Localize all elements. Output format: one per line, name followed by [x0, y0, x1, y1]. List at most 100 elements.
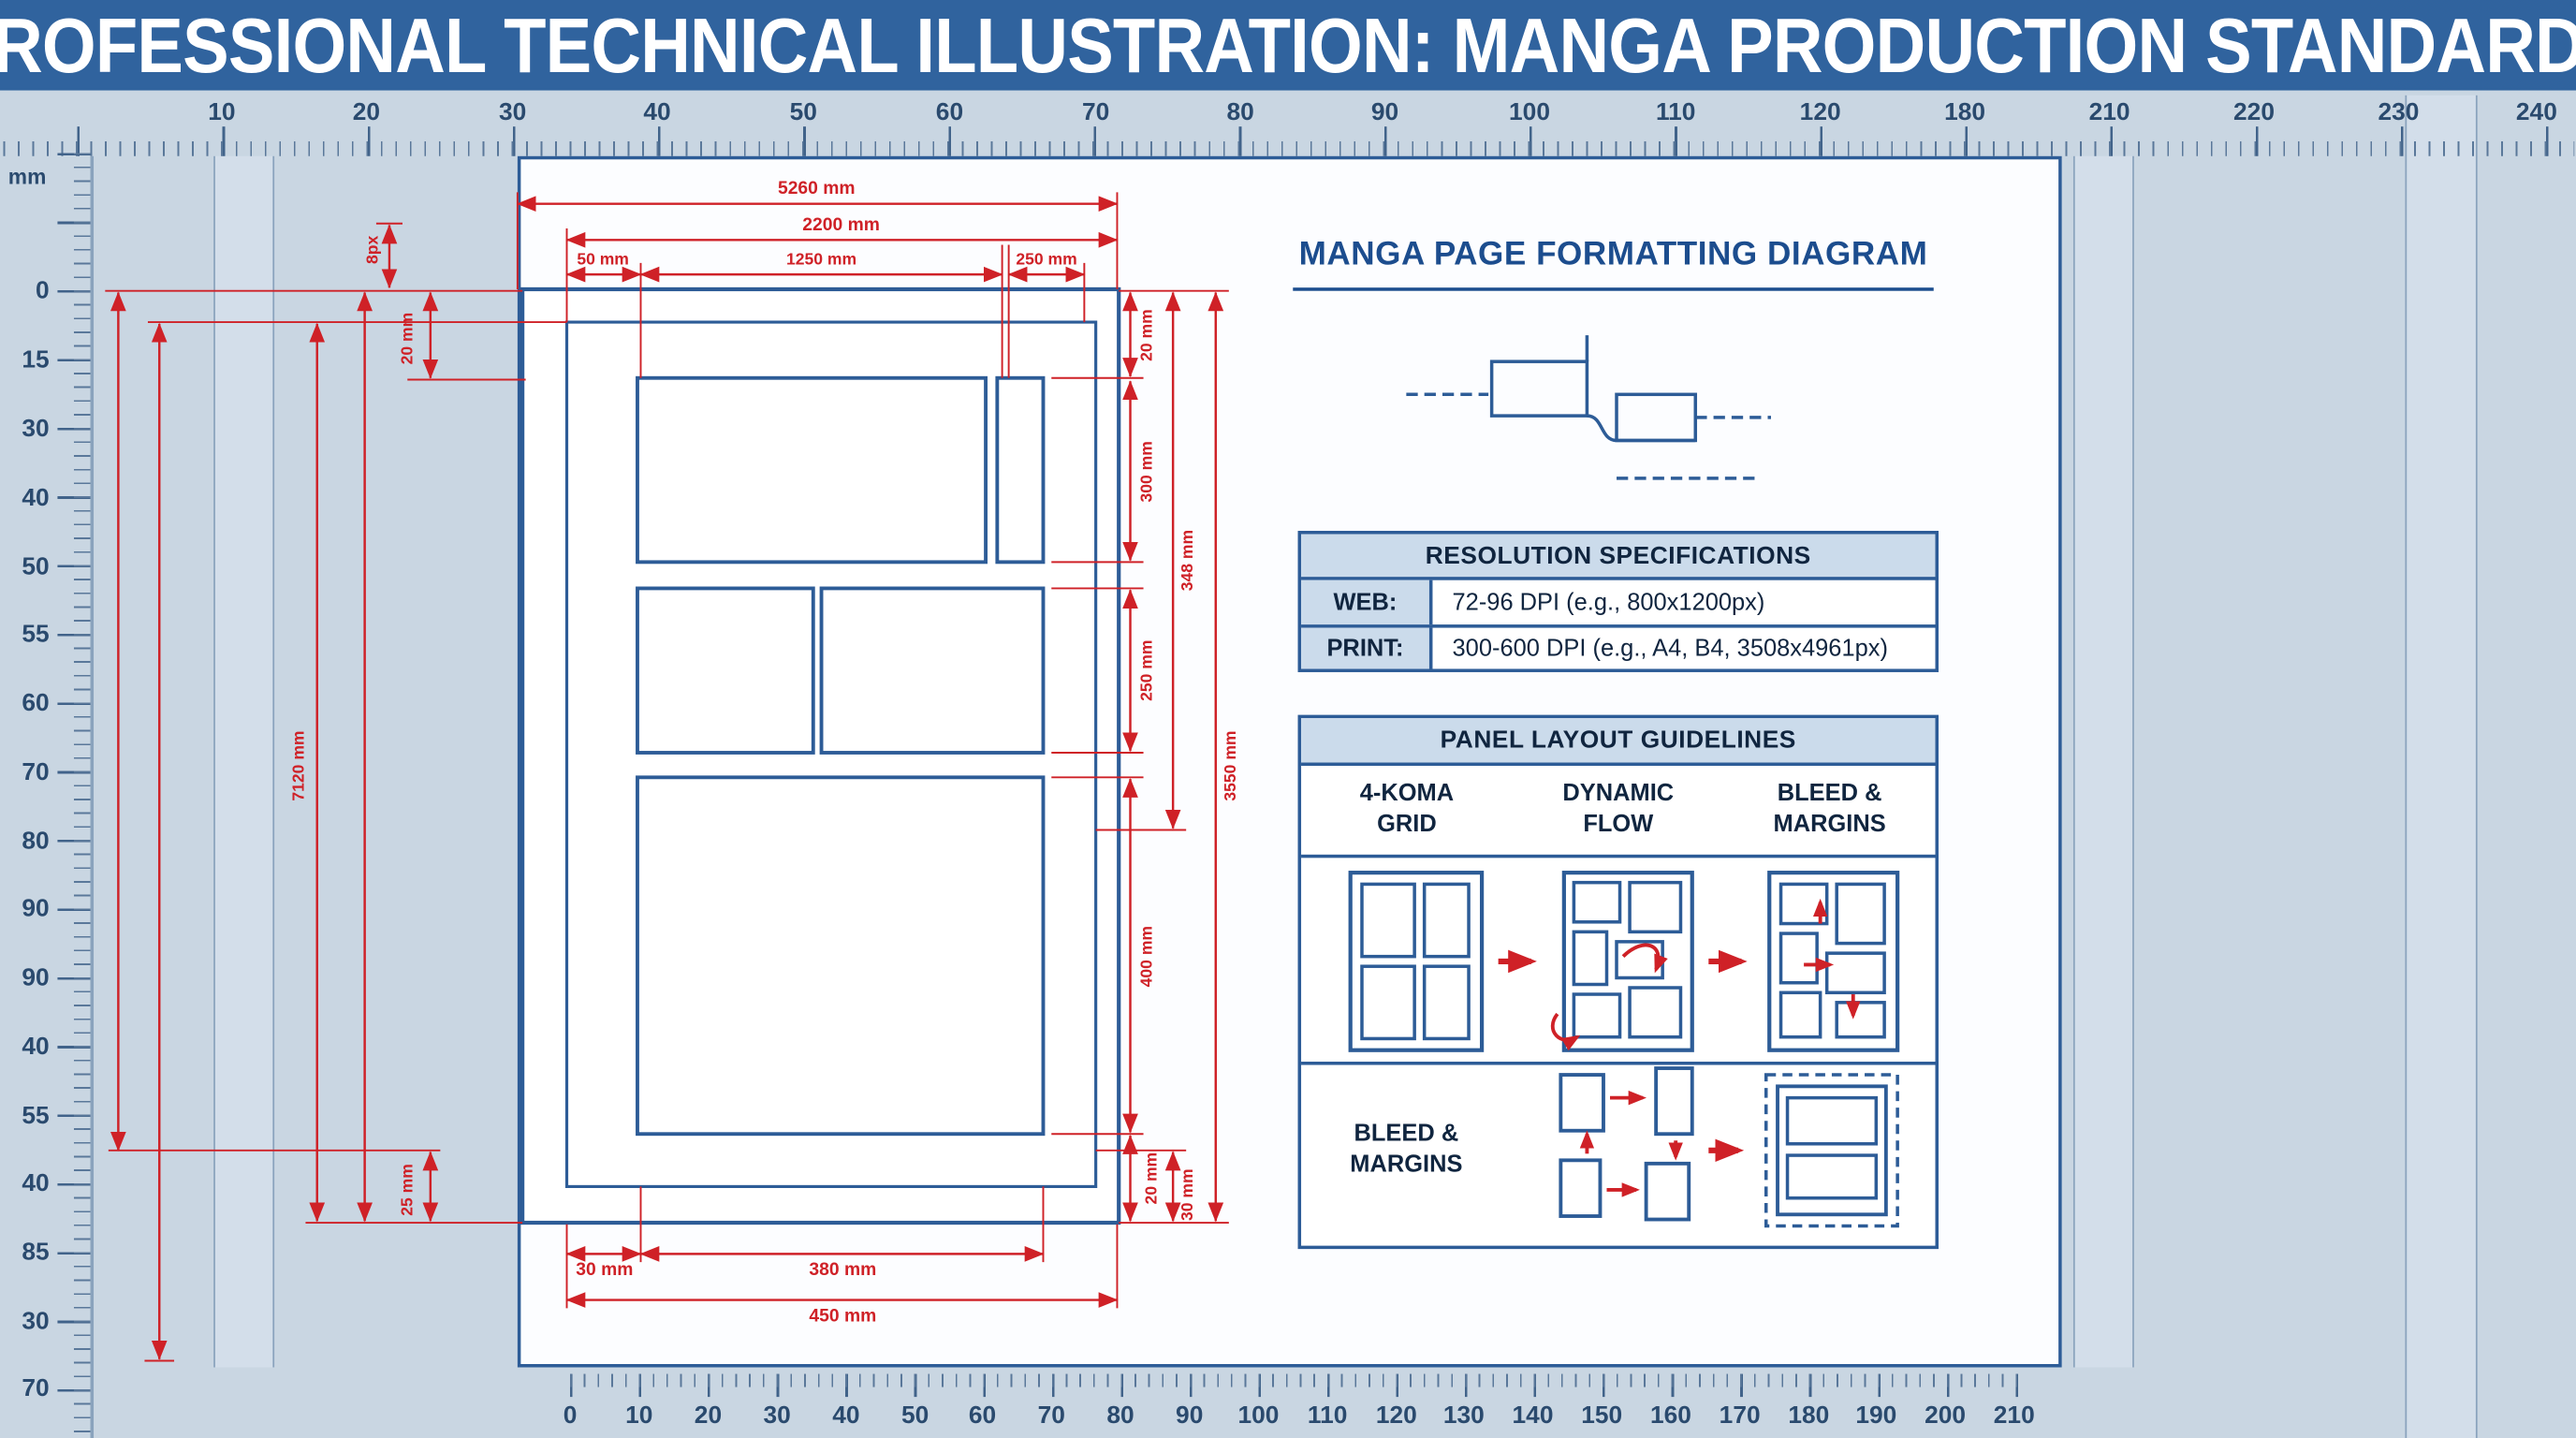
dim-label: 25 mm — [398, 1164, 417, 1216]
dim-label: 250 mm — [1016, 250, 1076, 269]
side-panel-title: MANGA PAGE FORMATTING DIAGRAM — [1298, 236, 1928, 273]
ruler-label: 110 — [1307, 1401, 1348, 1431]
ruler-label: 30 — [498, 98, 527, 127]
dim-label: 8px — [363, 235, 382, 263]
bleed-margins-label: BLEED & MARGINS — [1350, 1121, 1463, 1179]
ruler-label: 80 — [22, 827, 50, 856]
ruler-label: 70 — [1082, 98, 1110, 127]
ruler-label: 230 — [2378, 98, 2420, 127]
ruler-label: 50 — [22, 552, 50, 581]
manga-page-outline — [520, 286, 1121, 1225]
dim-label: 5260 mm — [778, 179, 856, 198]
ruler-label: 90 — [22, 963, 50, 992]
dim-label: 20 mm — [1136, 309, 1155, 361]
ruler-label: 50 — [789, 98, 817, 127]
ruler-label: 30 — [763, 1401, 791, 1431]
ruler-label: 20 — [352, 98, 381, 127]
bottom-ruler-minor-ticks — [570, 1373, 2023, 1387]
dim-label: 50 mm — [577, 250, 629, 269]
guidelines-column-header: 4-KOMA GRID — [1359, 781, 1455, 839]
ruler-label: 70 — [22, 1374, 50, 1403]
ruler-label: 55 — [22, 1102, 50, 1130]
resolution-row-label: WEB: — [1301, 580, 1433, 625]
dim-label: 300 mm — [1136, 441, 1155, 502]
ruler-label: 210 — [1993, 1401, 2035, 1431]
ruler-label: 90 — [1370, 98, 1399, 127]
left-ruler-minor-ticks — [73, 153, 91, 1438]
panel-top-right — [995, 375, 1046, 565]
ruler-label: 60 — [935, 98, 964, 127]
ruler-label: 220 — [2233, 98, 2275, 127]
ruler-label: 120 — [1799, 98, 1841, 127]
ruler-label: 140 — [1512, 1401, 1554, 1431]
resolution-row-value: 72-96 DPI (e.g., 800x1200px) — [1452, 589, 1765, 616]
dim-label: 450 mm — [809, 1306, 876, 1326]
panel-top-left — [636, 375, 988, 565]
ruler-label: 55 — [22, 620, 50, 649]
ruler-label: 85 — [22, 1238, 50, 1267]
top-ruler: 10 20 30 40 50 60 70 80 90 100 110 120 1… — [0, 98, 2576, 127]
layout-thumbnails-row — [1301, 858, 1936, 1065]
ruler-label: 20 — [694, 1401, 723, 1431]
ruler-label: 100 — [1509, 98, 1550, 127]
ruler-label: 170 — [1719, 1401, 1761, 1431]
guidelines-column-header: DYNAMIC FLOW — [1562, 781, 1675, 839]
right-band-outer — [2405, 95, 2478, 1438]
ruler-label: 150 — [1581, 1401, 1623, 1431]
panel-bottom — [636, 775, 1046, 1137]
binding-schematic — [1406, 335, 1771, 480]
dim-label: 3550 mm — [1221, 730, 1239, 800]
ruler-label: 160 — [1649, 1401, 1691, 1431]
bleed-margins-row: BLEED & MARGINS — [1301, 1065, 1935, 1237]
left-ruler: 0 15 30 40 50 55 60 70 80 90 90 40 55 40… — [0, 0, 91, 1438]
dim-label: 250 mm — [1136, 640, 1155, 701]
scattered-panels — [1559, 1066, 1694, 1222]
dim-label: 30 mm — [1178, 1168, 1196, 1221]
ruler-label: 0 — [36, 276, 50, 305]
ruler-label: 90 — [1176, 1401, 1204, 1431]
ruler-label: 30 — [22, 415, 50, 444]
guidelines-column-headers: 4-KOMA GRID DYNAMIC FLOW BLEED & MARGINS — [1301, 766, 1936, 858]
panel-guidelines-box: PANEL LAYOUT GUIDELINES 4-KOMA GRID DYNA… — [1297, 714, 1939, 1250]
ruler-label: 110 — [1655, 98, 1696, 127]
ruler-label: 90 — [22, 894, 50, 923]
resolution-table: RESOLUTION SPECIFICATIONS WEB: 72-96 DPI… — [1297, 531, 1939, 672]
ruler-label: 15 — [22, 345, 50, 374]
ruler-label: 40 — [832, 1401, 860, 1431]
layout-thumbnails — [1348, 871, 1900, 1052]
dimension-extension-lines — [105, 192, 1229, 1362]
ruler-label: 60 — [968, 1401, 997, 1431]
ruler-label: 0 — [563, 1401, 578, 1431]
resolution-table-row: WEB: 72-96 DPI (e.g., 800x1200px) — [1301, 580, 1935, 625]
resolution-table-header: RESOLUTION SPECIFICATIONS — [1301, 534, 1936, 580]
ruler-label: 10 — [208, 98, 236, 127]
ruler-label: 240 — [2515, 98, 2557, 127]
dim-label: 20 mm — [1142, 1152, 1161, 1205]
dimension-labels: 5260 mm 2200 mm 50 mm 1250 mm 250 mm 8px… — [289, 179, 1239, 1326]
ruler-label: 60 — [22, 689, 50, 718]
resolution-table-rows: WEB: 72-96 DPI (e.g., 800x1200px) PRINT:… — [1301, 580, 1936, 669]
header-bar: PROFESSIONAL TECHNICAL ILLUSTRATION: MAN… — [0, 0, 2576, 91]
ruler-label: 180 — [1788, 1401, 1830, 1431]
page-title: PROFESSIONAL TECHNICAL ILLUSTRATION: MAN… — [0, 1, 2576, 89]
ruler-label: 40 — [22, 1168, 50, 1197]
ruler-label: 200 — [1925, 1401, 1967, 1431]
ruler-label: 180 — [1944, 98, 1986, 127]
left-ruler-edge-line — [90, 155, 94, 1438]
ruler-label: 70 — [1037, 1401, 1065, 1431]
dim-label: 348 mm — [1178, 530, 1196, 591]
ruler-unit-label: mm — [7, 164, 47, 189]
guidelines-column-header: BLEED & MARGINS — [1773, 781, 1886, 839]
dim-label: 2200 mm — [802, 215, 880, 235]
panel-mid-left — [636, 586, 815, 755]
dim-label: 7120 mm — [289, 730, 308, 800]
thumbnail-dynamic-flow — [1561, 871, 1694, 1052]
ruler-label: 210 — [2088, 98, 2130, 127]
dimension-lines — [110, 196, 1224, 1360]
left-band — [213, 155, 275, 1368]
ruler-label: 190 — [1855, 1401, 1897, 1431]
ruler-label: 120 — [1375, 1401, 1417, 1431]
reading-flow-arrows — [1550, 898, 1861, 1051]
